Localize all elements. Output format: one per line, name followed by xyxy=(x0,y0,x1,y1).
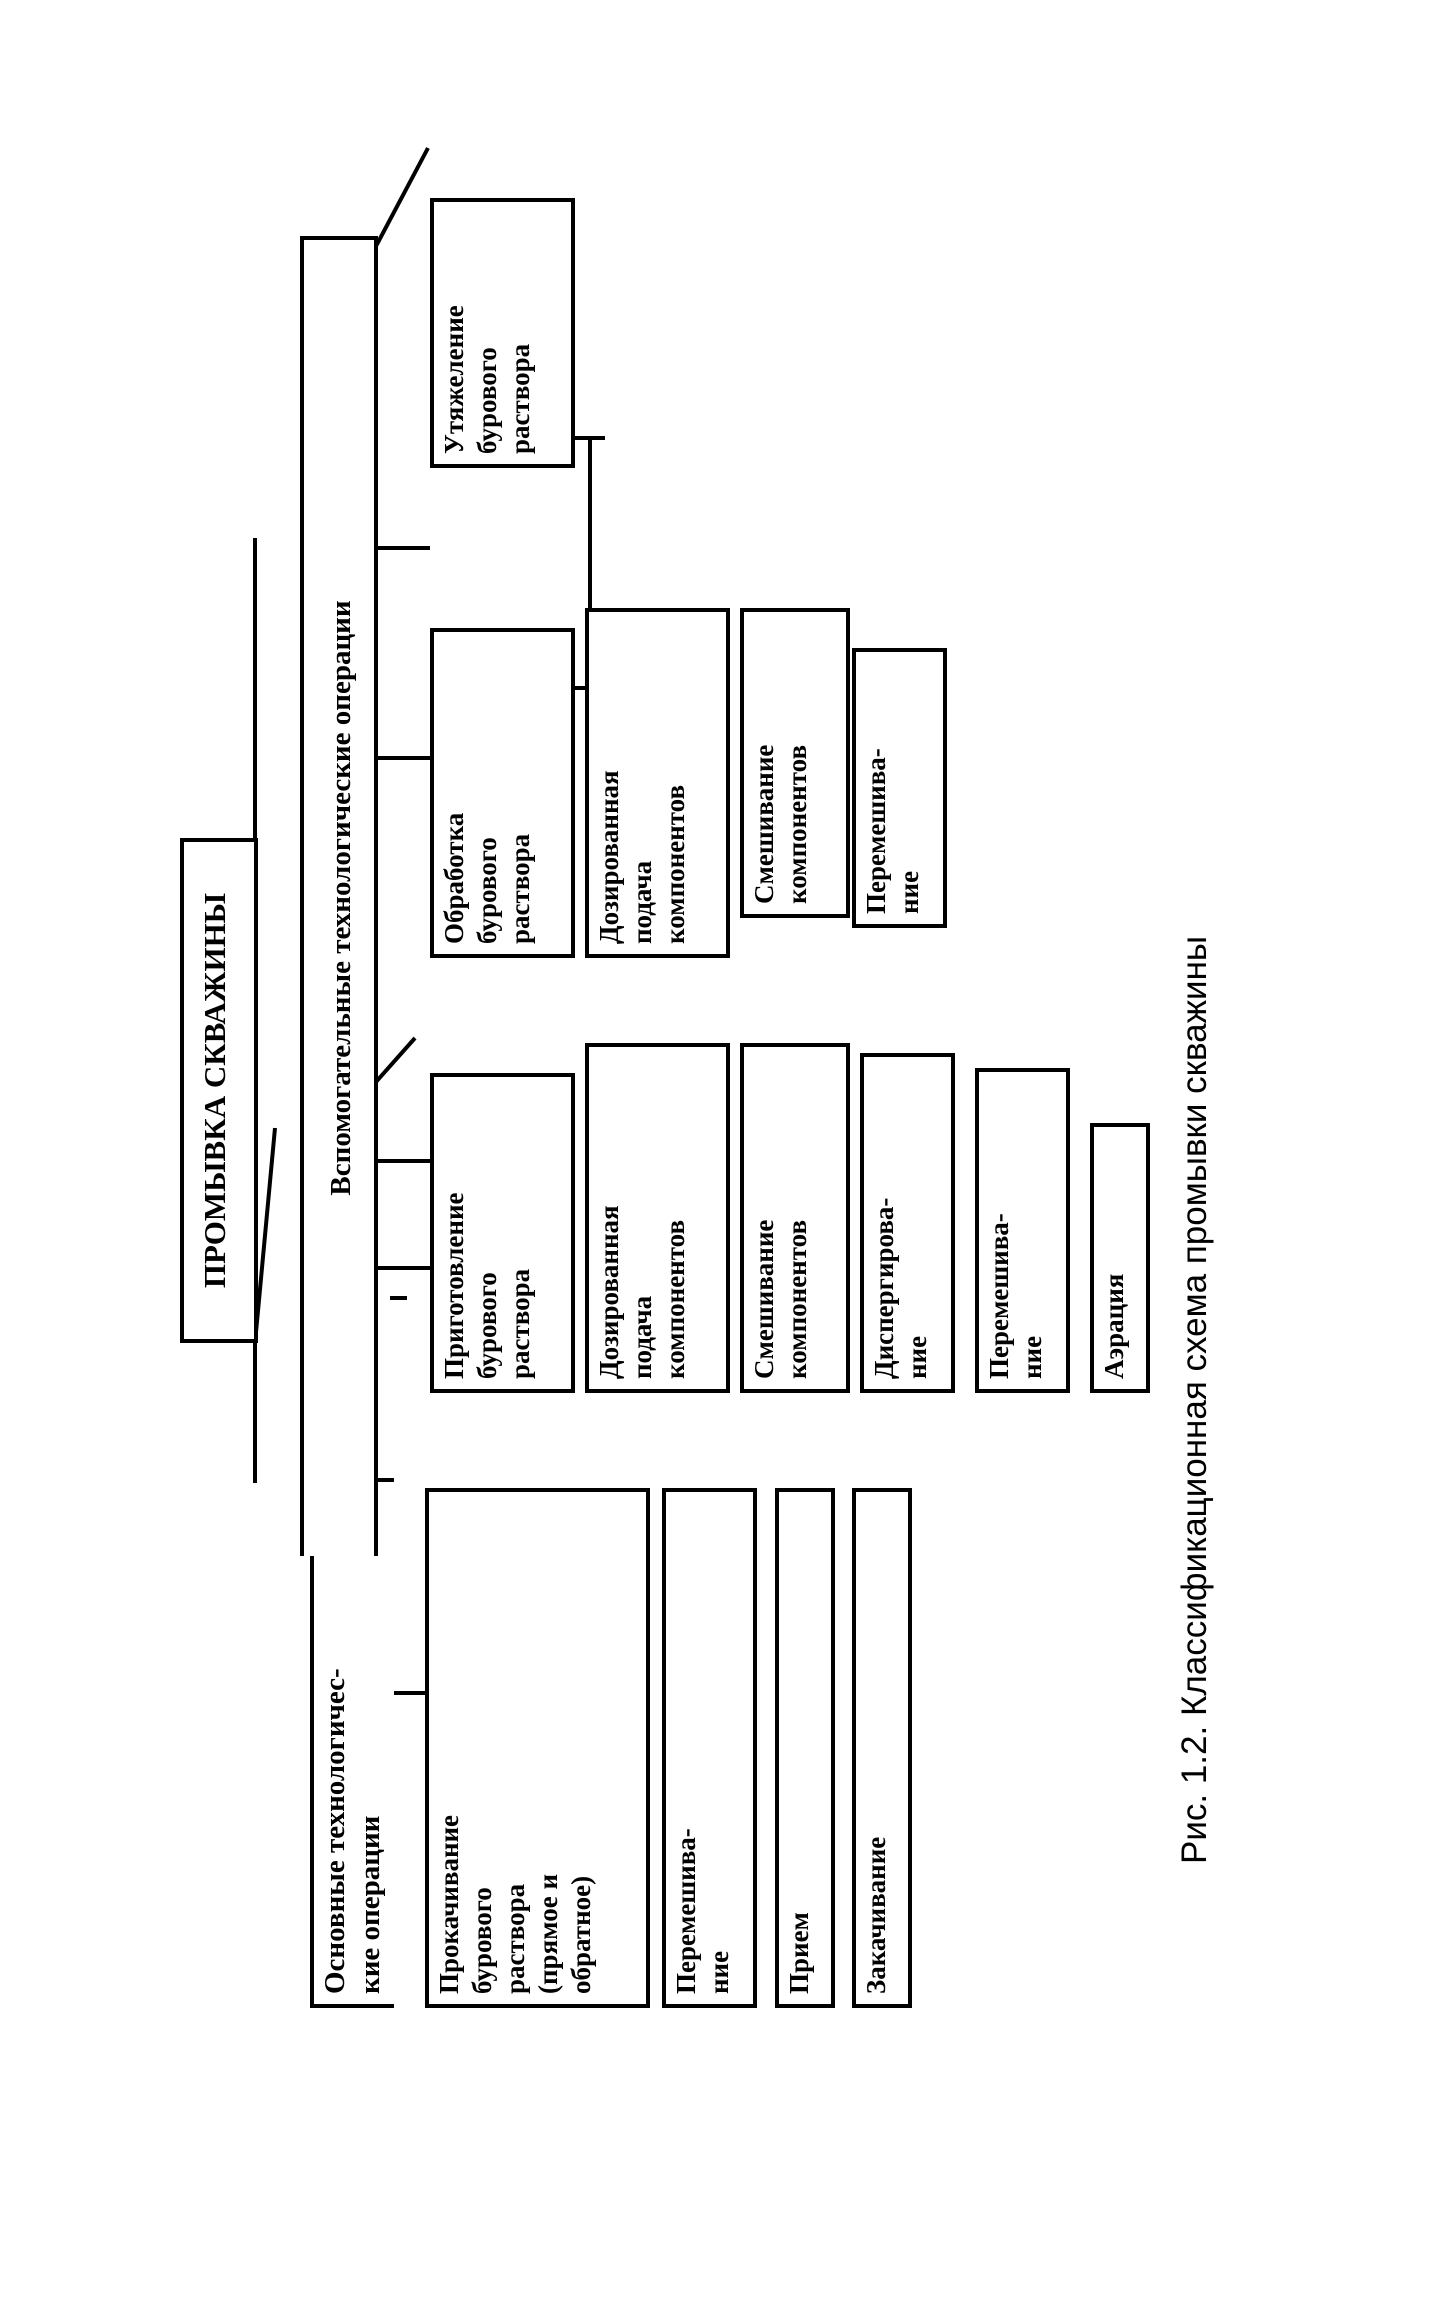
connector-aux-to-g1 xyxy=(373,1036,417,1085)
main-item-injection: Закачивание xyxy=(852,1488,912,2008)
g1-item-4: Перемешива- ние xyxy=(975,1068,1070,1393)
main-item-pumping: Прокачивание бурового раствора (прямое и… xyxy=(425,1488,650,2008)
g1-item-5: Аэрация xyxy=(1090,1123,1150,1393)
figure-caption: Рис. 1.2. Классификационная схема промыв… xyxy=(1175,935,1214,1865)
connector-g1-bus xyxy=(570,436,592,690)
g1-item-2: Смешивание компонентов xyxy=(740,1043,850,1393)
aux-operations-title: Вспомогательные технологические операции xyxy=(300,236,378,1556)
g2-item-3: Перемешива- ние xyxy=(852,648,947,928)
connector-aux-to-replace xyxy=(373,147,430,249)
g1-item-1: Дозированная подача компонентов xyxy=(585,1043,730,1393)
main-operations-title: Основные технологичес- кие операции xyxy=(310,1478,394,2008)
g2-item-1: Дозированная подача компонентов xyxy=(585,608,730,958)
g1-head: Приготовление бурового раствора xyxy=(430,1073,575,1393)
g3-head: Утяжеление бурового раствора xyxy=(430,198,575,468)
root-box: ПРОМЫВКА СКВАЖИНЫ xyxy=(180,838,258,1343)
g1-item-3: Диспергирова- ние xyxy=(860,1053,955,1393)
connector-root-main xyxy=(253,1127,277,1483)
g2-head: Обработка бурового раствора xyxy=(430,628,575,958)
main-item-receiving: Прием xyxy=(775,1488,835,2008)
main-item-mixing: Перемешива- ние xyxy=(662,1488,757,2008)
g2-item-2: Смешивание компонентов xyxy=(740,608,850,918)
